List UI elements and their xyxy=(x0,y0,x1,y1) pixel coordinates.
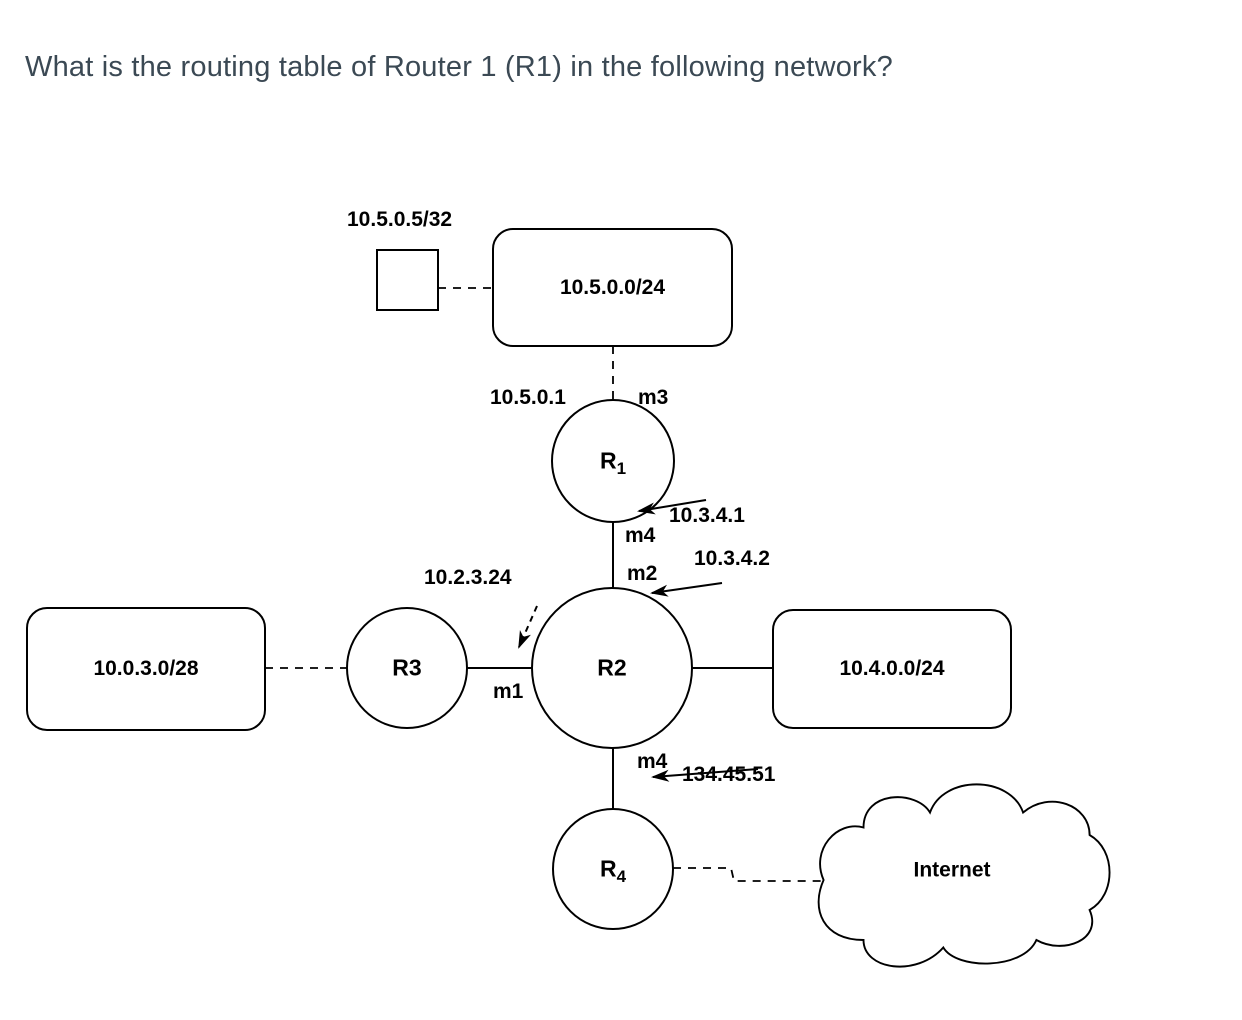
r2-left-interface-label: m1 xyxy=(493,680,524,703)
router-r3-circle xyxy=(346,607,468,729)
r2-bottom-ip-label: 134.45.51 xyxy=(682,763,776,786)
r2-top-ip-label: 10.3.4.2 xyxy=(694,547,770,570)
router-r4-circle xyxy=(552,808,674,930)
r1-bottom-ip-label: 10.3.4.1 xyxy=(669,504,745,527)
router-r1-circle xyxy=(551,399,675,523)
question-title: What is the routing table of Router 1 (R… xyxy=(25,51,893,83)
router-r2-label: R2 xyxy=(597,655,626,682)
r2-bottom-interface-label: m4 xyxy=(637,750,668,773)
net-top-label: 10.5.0.0/24 xyxy=(559,275,666,299)
internet-label: Internet xyxy=(913,858,991,882)
router-r3-label-base: R3 xyxy=(392,654,422,681)
r1-top-ip-label: 10.5.0.1 xyxy=(490,386,566,409)
host-square xyxy=(376,249,439,311)
router-r4-label: R4 xyxy=(599,855,627,887)
net-right-rect xyxy=(772,609,1012,729)
net-right-label: 10.4.0.0/24 xyxy=(839,657,945,680)
r1-top-interface-label: m3 xyxy=(638,386,669,409)
arrow-ip-1344551 xyxy=(651,768,759,782)
router-r4-label-base: R xyxy=(599,855,617,882)
r3-link-ip-label: 10.2.3.24 xyxy=(424,566,512,589)
router-r2-label-base: R2 xyxy=(597,654,627,681)
link-r4-to-internet xyxy=(673,867,826,882)
net-left-rect xyxy=(26,607,266,731)
arrow-ip-102324 xyxy=(518,605,538,649)
router-r1-label: R1 xyxy=(599,447,627,479)
arrow-ip-10342 xyxy=(650,582,723,597)
net-top-rect xyxy=(492,228,733,347)
internet-cloud xyxy=(819,784,1110,966)
net-left-label: 10.0.3.0/28 xyxy=(93,657,199,680)
r2-top-interface-label: m2 xyxy=(627,562,658,585)
router-r1-label-sub: 1 xyxy=(616,459,627,479)
router-r1-label-base: R xyxy=(599,447,617,474)
r1-bottom-interface-label: m4 xyxy=(625,524,656,547)
router-r4-label-sub: 4 xyxy=(616,867,627,887)
host-prefix-label: 10.5.0.5/32 xyxy=(347,208,453,231)
router-r3-label: R3 xyxy=(392,655,421,682)
router-r2-circle xyxy=(531,587,693,749)
arrow-ip-10341 xyxy=(637,499,707,515)
